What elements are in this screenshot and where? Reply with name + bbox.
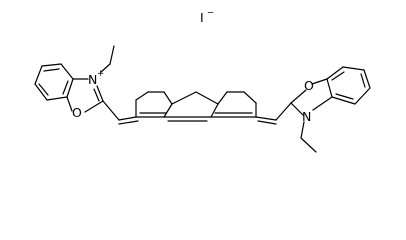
bond — [243, 91, 257, 104]
iodide-counter-ion: I − — [200, 8, 214, 25]
bond — [66, 96, 73, 112]
bond — [96, 85, 104, 102]
left-methine-bridge — [102, 100, 139, 125]
oxygen-atom: O — [304, 78, 314, 93]
nitrogen-atom: N — [302, 109, 311, 124]
bond — [255, 116, 277, 121]
double-bond — [93, 88, 100, 102]
iodide-symbol: I — [200, 10, 204, 25]
aromatic-bond — [62, 80, 69, 95]
right-benzoxazole: O N — [290, 66, 371, 153]
nitrogen-atom: N — [88, 72, 97, 87]
aromatic-bond — [335, 93, 354, 100]
bond — [331, 96, 356, 105]
bond — [354, 87, 371, 105]
bond — [118, 116, 137, 121]
double-bond — [257, 120, 277, 125]
bond — [311, 78, 328, 85]
bond — [290, 102, 304, 116]
bond — [34, 83, 48, 101]
bond — [102, 100, 120, 121]
bond — [290, 89, 307, 104]
bond — [326, 66, 344, 80]
bond — [41, 63, 62, 67]
bond — [300, 137, 317, 153]
bond — [135, 91, 149, 101]
oxygen-atom: O — [72, 105, 82, 120]
bond — [60, 63, 74, 80]
bond — [363, 69, 371, 89]
bond — [163, 103, 173, 118]
bond — [275, 102, 292, 121]
aromatic-bond — [360, 73, 366, 88]
chemical-structure: I − N + O — [34, 8, 371, 153]
iodide-charge: − — [207, 8, 214, 18]
aromatic-bond — [43, 68, 60, 72]
left-benzoxazolium: N + O — [34, 45, 115, 120]
bond — [163, 91, 173, 105]
aromatic-bond — [38, 83, 49, 96]
bond — [300, 121, 305, 139]
bond — [84, 100, 104, 113]
right-methine-bridge — [255, 102, 292, 125]
bond — [195, 91, 219, 105]
bond — [34, 65, 43, 85]
bond — [217, 91, 228, 105]
bond — [100, 63, 111, 73]
bond — [46, 96, 68, 101]
tricyclic-core — [135, 91, 257, 122]
structure-canvas: I − N + O — [34, 8, 371, 153]
bond — [210, 103, 219, 118]
bond — [171, 91, 197, 105]
cation-charge: + — [97, 69, 104, 79]
bond — [312, 96, 333, 111]
bond — [326, 78, 333, 98]
bond — [66, 78, 74, 98]
double-bond — [118, 120, 139, 125]
aromatic-bond — [331, 71, 345, 81]
bond — [342, 66, 365, 71]
bond — [109, 45, 115, 65]
